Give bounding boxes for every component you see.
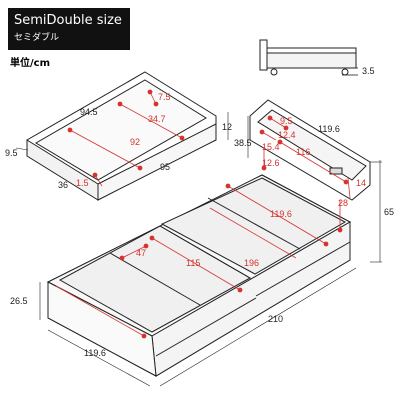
caster-height-label: 3.5: [362, 66, 375, 76]
size-title: SemiDouble size: [14, 13, 122, 28]
size-subtitle: セミダブル: [14, 33, 60, 43]
headboard-shelf-depth-label: 9.5: [280, 116, 293, 126]
size-title-box: SemiDouble size セミダブル: [8, 8, 130, 50]
headboard-lower-gap-label: 12.6: [262, 158, 280, 168]
bed-dimension-lines: [55, 115, 351, 339]
bed-width-total-label: 119.6: [84, 348, 106, 358]
drawer-front-thickness-label: 9.5: [5, 148, 18, 158]
headboard-outlet-height-label: 14: [356, 178, 366, 188]
caster-icon: [341, 68, 349, 76]
headboard-frame-width-label: 119.6: [318, 124, 340, 134]
bed-panel-length-label: 115: [186, 258, 200, 268]
headboard-inner-height-label: 28: [338, 198, 348, 208]
drawer-box: [26, 71, 217, 201]
bed-slat-width-label: 119.6: [270, 209, 292, 219]
bed-panel-width-label: 47: [136, 248, 146, 258]
side-view: [259, 39, 358, 76]
bed-extension-lines: [39, 116, 382, 387]
headboard-shelf-gap-label: 12.4: [278, 130, 296, 140]
bed-length-total-label: 210: [268, 314, 283, 324]
bed-length-inner-label: 196: [244, 258, 259, 268]
drawer-outer-length-label: 95: [160, 162, 170, 172]
drawer-inner-length-label: 92: [130, 137, 140, 147]
drawer-inner-width-label: 94.5: [80, 107, 98, 117]
bed-base: [46, 174, 352, 377]
drawer-extension-lines: [15, 112, 229, 151]
drawer-inner-depth-label: 7.5: [158, 92, 171, 102]
headboard-shelf-width-label: 116: [296, 147, 310, 157]
headboard-shelf-height-label: 15.4: [262, 142, 280, 152]
headboard-total-height-label: 65: [384, 207, 394, 217]
headboard-height-label: 38.5: [234, 138, 252, 148]
drawer-dimension-lines: [67, 89, 185, 187]
unit-label: 単位/cm: [10, 58, 50, 69]
caster-icon: [270, 68, 278, 76]
bed-frame-height-label: 26.5: [10, 296, 28, 306]
drawer-inner-height-label: 34.7: [148, 114, 166, 124]
drawer-bottom-offset-label: 1.5: [76, 178, 89, 188]
drawer-outer-width-label: 36: [58, 180, 68, 190]
outlet-icon: [329, 167, 343, 175]
drawer-outer-height-label: 12: [222, 122, 232, 132]
